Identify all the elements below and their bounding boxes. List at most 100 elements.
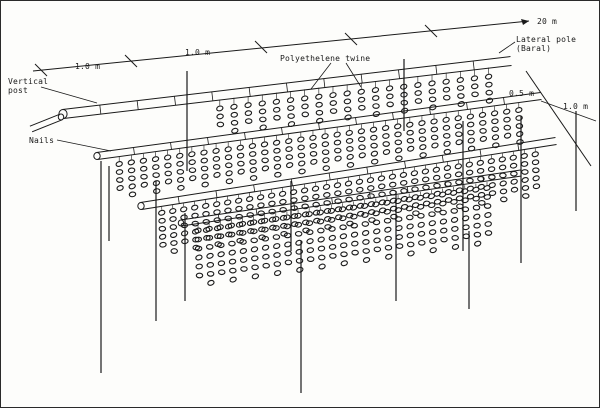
fish — [246, 204, 254, 210]
fish — [499, 188, 508, 195]
fish — [224, 215, 233, 222]
pole-joint — [398, 69, 400, 79]
pole-joint — [286, 82, 288, 93]
fish — [443, 148, 452, 155]
fish — [477, 191, 486, 198]
fish — [297, 144, 305, 151]
fish — [244, 102, 252, 109]
fish — [366, 177, 375, 184]
fish — [372, 219, 381, 226]
fish — [394, 123, 402, 130]
fish — [498, 156, 506, 163]
fish — [318, 263, 326, 270]
fish — [370, 142, 378, 149]
fish — [256, 194, 265, 201]
fish — [290, 197, 298, 203]
fish — [201, 173, 209, 180]
fish — [163, 154, 172, 161]
fish — [371, 95, 380, 101]
pole-joint — [441, 155, 444, 163]
fish — [328, 234, 336, 241]
fish — [258, 108, 267, 115]
fish — [358, 152, 366, 159]
fish — [499, 180, 507, 187]
fish — [414, 82, 422, 88]
fish — [230, 103, 238, 110]
fish — [428, 96, 437, 103]
fish — [272, 139, 281, 146]
vertical-post-leader — [40, 86, 98, 104]
fish — [239, 239, 247, 245]
fish — [531, 151, 539, 158]
fish — [531, 159, 540, 166]
fish — [300, 187, 309, 194]
fish — [373, 246, 382, 253]
fish — [283, 223, 291, 230]
fish — [471, 91, 479, 98]
fish — [400, 188, 408, 194]
fish — [358, 104, 366, 111]
fish — [322, 165, 330, 172]
fish — [235, 205, 243, 212]
fish — [477, 176, 485, 182]
fish — [509, 162, 518, 169]
fish — [467, 145, 476, 152]
fish — [194, 245, 203, 252]
fish — [491, 118, 499, 125]
fish — [140, 173, 148, 180]
pole-joint — [290, 178, 293, 186]
fish — [442, 78, 450, 85]
fish — [306, 229, 314, 236]
fish — [287, 121, 296, 128]
fish — [421, 168, 430, 175]
fish — [200, 165, 209, 172]
fish — [381, 125, 390, 131]
pole-joint — [369, 192, 371, 199]
fish — [216, 113, 224, 120]
fish — [478, 200, 486, 206]
fish — [338, 206, 347, 213]
fish — [373, 237, 381, 244]
label-lateral-pole: Lateral pole (Baral) — [516, 35, 577, 53]
fish — [416, 203, 425, 210]
fish — [229, 276, 237, 283]
fish — [315, 101, 323, 108]
fish — [434, 206, 442, 213]
fish — [461, 206, 470, 213]
fish — [433, 182, 441, 189]
fish — [532, 167, 540, 174]
fish — [450, 208, 459, 214]
fish — [246, 212, 254, 218]
fish — [334, 214, 343, 221]
fish — [333, 131, 341, 138]
fish — [451, 235, 459, 241]
fish — [510, 186, 519, 193]
fish — [272, 225, 280, 231]
fish — [323, 192, 331, 198]
fish — [483, 194, 492, 200]
fish — [394, 216, 403, 222]
fish — [261, 217, 269, 224]
fish — [503, 116, 511, 123]
fish — [479, 128, 487, 134]
fish — [488, 190, 497, 197]
fish — [438, 191, 447, 198]
fish — [351, 249, 359, 256]
fish — [298, 160, 306, 167]
fish — [311, 185, 320, 192]
fish — [345, 129, 353, 136]
fish — [454, 115, 462, 122]
fish — [357, 136, 366, 143]
fish — [273, 252, 281, 258]
fish — [152, 164, 160, 170]
fish — [301, 95, 309, 102]
fish — [488, 182, 496, 189]
fish — [388, 173, 397, 180]
dimension-tick — [424, 24, 438, 38]
fish — [249, 219, 258, 226]
fish — [159, 241, 167, 248]
fish — [470, 75, 479, 82]
fish — [302, 219, 310, 226]
fish — [285, 162, 294, 169]
